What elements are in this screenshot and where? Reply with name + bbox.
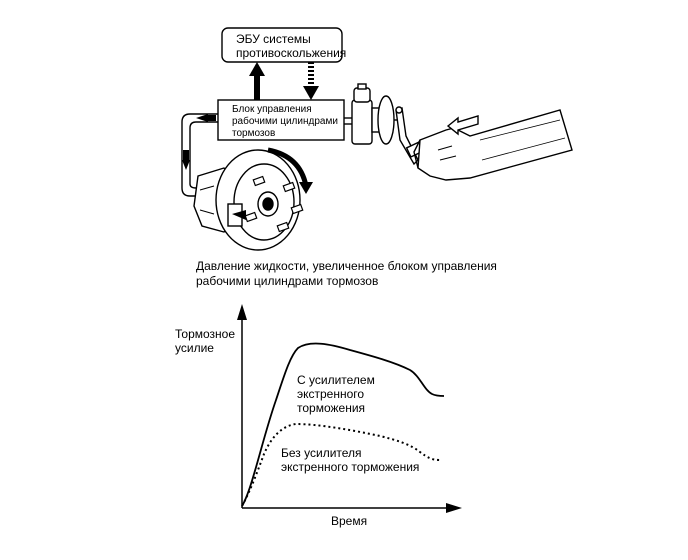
x-axis-arrow-icon (446, 503, 462, 513)
flow-down-arrow-icon (182, 160, 190, 170)
ecu-label-line2: противоскольжения (236, 46, 346, 60)
rotation-arrow-icon (267, 147, 313, 194)
pad-push-arrow-icon (232, 210, 246, 220)
series-line-without-brake-assist (241, 422, 441, 507)
pressure-caption-line2: рабочими цилиндрами тормозов (196, 274, 378, 288)
ecu-to-actuator-arrows (249, 62, 319, 100)
y-axis-label-line2: усилие (175, 341, 214, 355)
series-label-without-line1: Без усилителя (281, 446, 362, 460)
press-arrow-icon (446, 115, 479, 136)
actuator-box: Блок управления рабочими цилиндрами торм… (217, 99, 345, 141)
actuator-label-line3: тормозов (232, 128, 275, 139)
series-label-with-line3: торможения (297, 401, 365, 415)
foot-icon (413, 109, 573, 181)
actuator-label-line2: рабочими цилиндрами (232, 115, 338, 127)
flow-left-arrow-icon (196, 114, 208, 122)
braking-force-chart: Тормозное усилие Время С усилителем экст… (175, 304, 462, 528)
series-label-with-line1: С усилителем (297, 373, 375, 387)
signal-down-arrow-icon (303, 86, 319, 100)
series-label-without-brake-assist: Без усилителя экстренного торможения (281, 446, 419, 474)
wheel-studs (244, 175, 304, 233)
series-label-without-line2: экстренного торможения (281, 460, 419, 474)
brake-line (181, 113, 218, 197)
series-label-with-brake-assist: С усилителем экстренного торможения (297, 373, 375, 415)
signal-up-arrow-icon (249, 62, 265, 76)
brake-pad (227, 203, 246, 227)
ecu-label-line1: ЭБУ системы (236, 32, 311, 46)
master-cylinder (344, 83, 383, 145)
series-label-with-line2: экстренного (297, 387, 364, 401)
y-axis-label-line1: Тормозное (175, 327, 235, 341)
ecu-box: ЭБУ системы противоскольжения (221, 27, 346, 63)
brake-disc (215, 149, 301, 251)
pressure-caption-line1: Давление жидкости, увеличенное блоком уп… (196, 259, 497, 273)
x-axis-label: Время (331, 514, 367, 528)
series-line-with-brake-assist (241, 342, 445, 507)
y-axis-arrow-icon (237, 304, 247, 320)
actuator-label-line1: Блок управления (232, 104, 312, 115)
